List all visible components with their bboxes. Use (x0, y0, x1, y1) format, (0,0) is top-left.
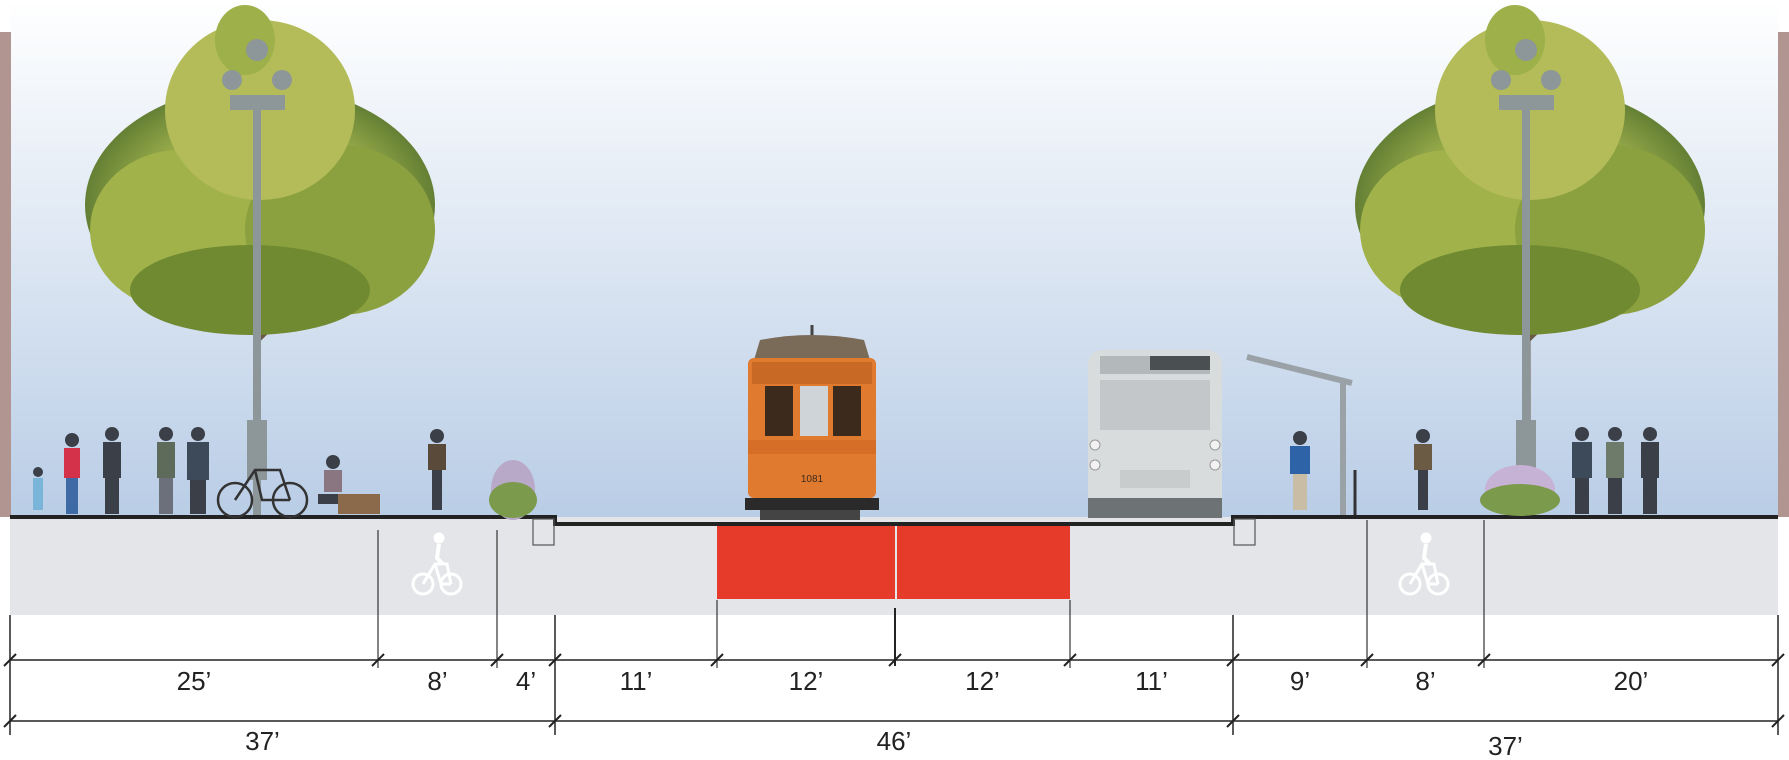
bus-shelter (1246, 354, 1357, 515)
total-width-label: 37’ (1488, 731, 1523, 760)
dimension-ticks (3, 653, 1785, 728)
bicycle-icon (411, 532, 463, 596)
parked-bicycles (216, 468, 309, 519)
segment-width-label: 8’ (1415, 666, 1435, 696)
lamppost-right (1491, 39, 1561, 515)
segment-width-label: 20’ (1614, 666, 1649, 696)
total-width-label: 46’ (877, 726, 912, 756)
bicycle-icon (1398, 532, 1450, 596)
segment-width-label: 11’ (1135, 666, 1168, 696)
curb-left (532, 518, 555, 546)
segment-width-label: 25’ (177, 666, 212, 696)
segment-labels: 25’ 8’ 4’ 11’ 12’ 12’ 11’ 9’ 8’ 20’ (177, 666, 1649, 696)
segment-width-label: 9’ (1290, 666, 1310, 696)
planter-left (489, 460, 537, 520)
lamppost-left (222, 39, 292, 515)
bus (1088, 350, 1222, 518)
ground-line (10, 515, 1778, 526)
transit-lane-left (717, 526, 895, 599)
streetcar-number: 1081 (801, 474, 824, 485)
segment-width-label: 8’ (427, 666, 447, 696)
pedestrians (33, 427, 1659, 514)
planter-right (1480, 465, 1560, 516)
segment-width-label: 12’ (789, 666, 824, 696)
total-labels: 37’ 46’ 37’ (245, 726, 1523, 760)
segment-width-label: 11’ (620, 666, 653, 696)
segment-dividers (377, 520, 1485, 668)
transit-lane-right (897, 526, 1070, 599)
building-edge-right (1778, 32, 1789, 517)
segment-width-label: 12’ (965, 666, 1000, 696)
total-width-label: 37’ (245, 726, 280, 756)
building-edge-left (0, 32, 11, 517)
segment-width-label: 4’ (516, 666, 536, 696)
streetcar: 1081 (745, 325, 879, 520)
bench (338, 494, 380, 514)
curb-right (1233, 518, 1256, 546)
